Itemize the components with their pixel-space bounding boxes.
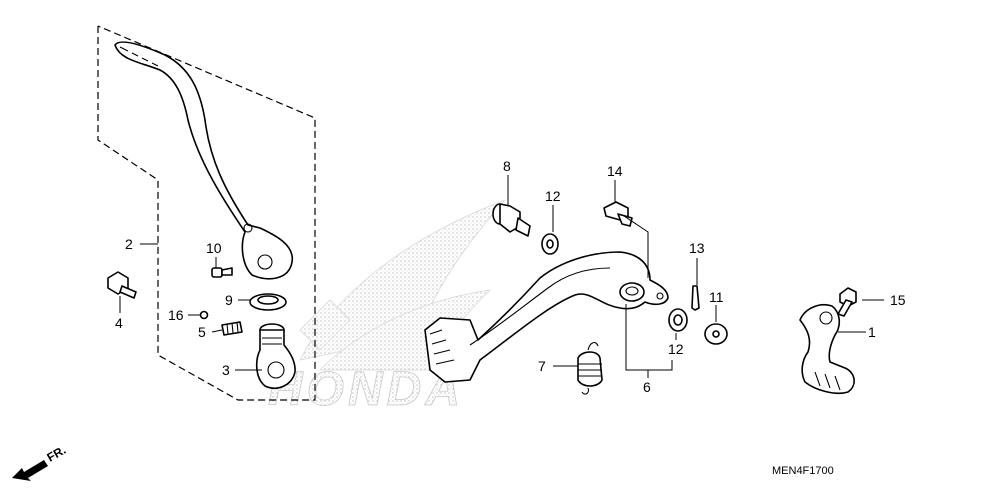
seal-9 [249, 293, 287, 311]
honda-wing-watermark: HONDA [268, 199, 506, 416]
front-arrow-icon [12, 460, 48, 481]
callout-3: 3 [222, 362, 230, 378]
pivot-bolt-8 [492, 203, 531, 237]
gearshift-pedal-1 [799, 304, 855, 395]
bolt-15 [837, 287, 857, 317]
front-direction-indicator: FR. [12, 443, 68, 481]
kickstarter-arm [114, 41, 293, 280]
kickstarter-group-outline [97, 25, 316, 401]
callout-16: 16 [168, 307, 184, 323]
callout-12-upper: 12 [545, 188, 561, 204]
clip-14 [603, 201, 633, 227]
spring-5 [221, 321, 243, 336]
bolt-4 [107, 271, 137, 299]
washer-12-upper [541, 233, 559, 255]
callout-12-lower: 12 [668, 341, 684, 357]
callout-1: 1 [868, 324, 876, 340]
callout-4: 4 [115, 315, 123, 331]
callout-10: 10 [206, 240, 222, 256]
brake-pedal-6 [424, 251, 669, 383]
callout-13: 13 [689, 240, 705, 256]
ratchet-3 [255, 323, 296, 389]
callout-2: 2 [125, 236, 133, 252]
callout-11: 11 [709, 289, 724, 305]
callout-9: 9 [225, 292, 233, 308]
washer-11 [704, 323, 728, 345]
callout-15: 15 [890, 292, 906, 308]
bolt-10 [211, 267, 233, 278]
callout-14: 14 [607, 163, 623, 179]
spring-7 [577, 341, 603, 395]
o-ring-16 [199, 310, 209, 320]
callout-labels: 1 2 3 4 5 6 7 8 9 10 11 12 12 13 14 15 1… [115, 158, 906, 395]
callout-8: 8 [503, 158, 511, 174]
leader-lines [119, 175, 884, 378]
diagram-code: MEN4F1700 [772, 465, 834, 477]
cotter-pin-13 [691, 285, 700, 311]
watermark-text: HONDA [268, 363, 464, 416]
callout-5: 5 [198, 324, 206, 340]
front-label: FR. [45, 443, 69, 465]
callout-7: 7 [538, 358, 546, 374]
callout-6: 6 [643, 379, 651, 395]
washer-12-lower [668, 308, 688, 332]
